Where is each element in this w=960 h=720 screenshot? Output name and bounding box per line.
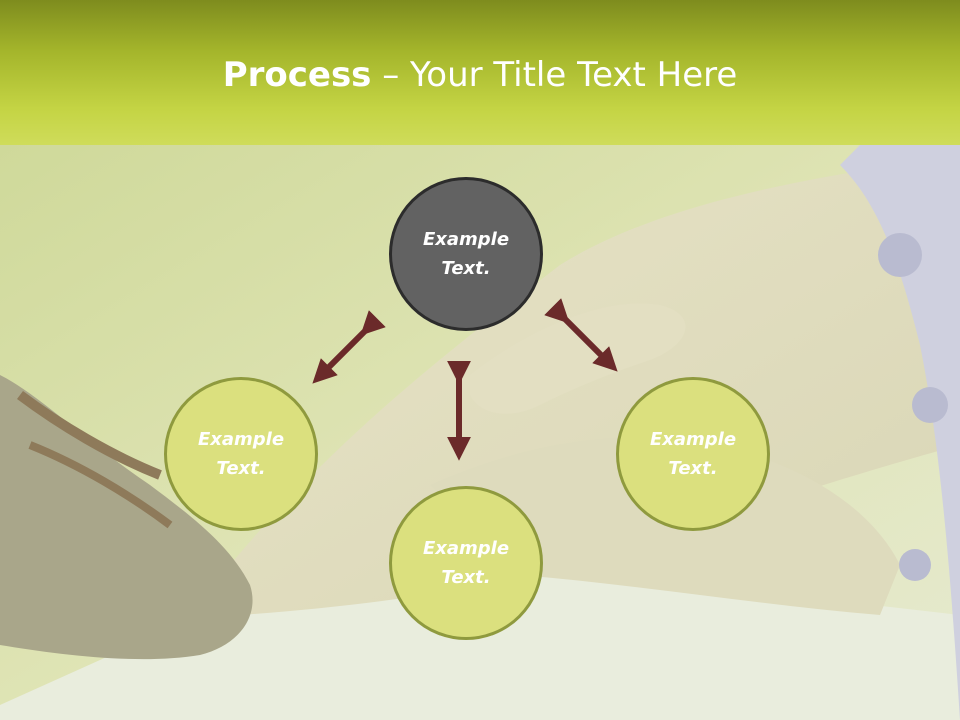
title-rest: – Your Title Text Here [371, 55, 738, 95]
node-center-top-line2: Text. [441, 258, 491, 279]
title-bar: Process – Your Title Text Here [0, 0, 960, 145]
node-bottom-line1: Example [422, 538, 510, 559]
node-left-line2: Text. [216, 458, 266, 479]
node-bottom: Example Text. [389, 486, 543, 640]
node-center-top-line1: Example [422, 229, 510, 250]
node-bottom-line2: Text. [441, 567, 491, 588]
title-bold: Process [222, 55, 372, 95]
node-right: Example Text. [616, 377, 770, 531]
node-left: Example Text. [164, 377, 318, 531]
node-right-line1: Example [649, 429, 737, 450]
slide-title: Process – Your Title Text Here [0, 52, 960, 98]
node-center-top: Example Text. [389, 177, 543, 331]
node-right-line2: Text. [668, 458, 718, 479]
node-left-line1: Example [197, 429, 285, 450]
